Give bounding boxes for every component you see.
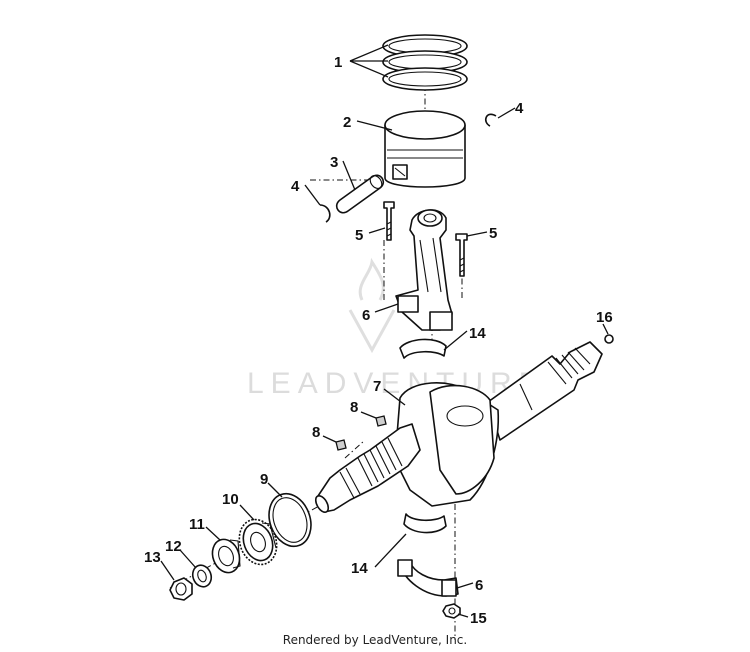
- callout-16: 16: [596, 309, 613, 326]
- crankshaft-nut: [169, 577, 193, 601]
- woodruff-key-1: [375, 415, 387, 427]
- woodruff-key-2: [335, 439, 347, 451]
- conrod-bolt-left: [383, 201, 395, 241]
- callout-13: 13: [144, 549, 161, 566]
- callout-2: 2: [343, 114, 351, 131]
- piston-rings: [382, 34, 468, 91]
- callout-11: 11: [189, 516, 205, 533]
- timing-gear: [238, 518, 278, 566]
- conrod-bolt-right: [455, 233, 468, 277]
- o-ring: [268, 492, 312, 548]
- crankshaft-plug: [604, 334, 614, 344]
- callout-3: 3: [330, 154, 338, 171]
- callout-4-left: 4: [291, 178, 300, 195]
- bearing-lower: [403, 513, 447, 534]
- watermark: LEADVENTURE: [247, 257, 546, 400]
- callout-6-lower: 6: [475, 577, 483, 594]
- circlip-left: [319, 204, 331, 223]
- rod-cap-nut: [442, 603, 461, 619]
- callout-14-upper: 14: [469, 325, 486, 342]
- callout-8-upper: 8: [350, 399, 358, 416]
- callout-5-right: 5: [489, 225, 497, 242]
- circlip-right: [484, 113, 497, 127]
- crankshaft: [314, 341, 603, 513]
- callout-7: 7: [373, 378, 381, 395]
- watermark-logo-icon: [348, 257, 396, 354]
- callout-4-right: 4: [515, 100, 524, 117]
- callouts: 1 2 3 4 4 5 5 6 6 7 8 8 9 10 11 12 13 14…: [144, 54, 613, 627]
- footer-credit: Rendered by LeadVenture, Inc.: [282, 633, 468, 647]
- thrust-washer: [211, 538, 241, 574]
- callout-10: 10: [222, 491, 239, 508]
- connecting-rod: [395, 209, 453, 331]
- leader-lines: [160, 44, 609, 618]
- piston-pin: [335, 174, 385, 214]
- callout-1: 1: [334, 54, 342, 71]
- piston: [384, 110, 466, 188]
- lock-washer: [191, 564, 213, 588]
- callout-12: 12: [165, 538, 182, 555]
- callout-8-lower: 8: [312, 424, 320, 441]
- watermark-text: LEADVENTURE: [247, 367, 546, 400]
- callout-14-lower: 14: [351, 560, 368, 577]
- callout-9: 9: [260, 471, 268, 488]
- bearing-upper: [399, 338, 447, 359]
- callout-6-upper: 6: [362, 307, 370, 324]
- rod-cap: [397, 559, 459, 597]
- callout-15: 15: [470, 610, 487, 627]
- callout-5-left: 5: [355, 227, 363, 244]
